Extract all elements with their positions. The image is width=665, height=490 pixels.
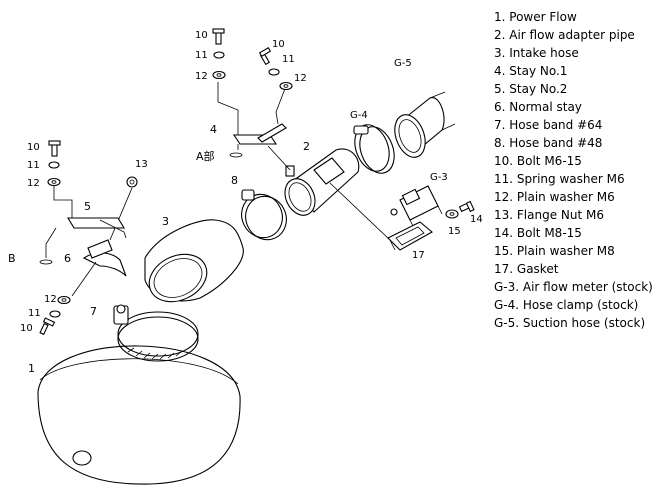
air-flow-meter-g3 [390, 185, 443, 229]
hose-band-64 [113, 304, 199, 362]
callout-10d: 10 [20, 323, 33, 334]
legend-item: 10. Bolt M6-15 [494, 154, 582, 168]
legend-item: 11. Spring washer M6 [494, 172, 625, 186]
hose-band-48 [241, 189, 287, 241]
callout-12d: 12 [44, 294, 57, 305]
legend-item: 17. Gasket [494, 262, 559, 276]
suction-hose-g5 [394, 91, 456, 158]
callout-11a: 11 [195, 50, 208, 61]
legend-item: G-5. Suction hose (stock) [494, 316, 646, 330]
legend-item: 15. Plain washer M8 [494, 244, 615, 258]
legend-item: 14. Bolt M8-15 [494, 226, 582, 240]
legend-item: 8. Hose band #48 [494, 136, 603, 150]
callout-g4: G-4 [350, 110, 368, 121]
hardware-stack-d [39, 295, 71, 336]
legend-item: G-3. Air flow meter (stock) [494, 280, 653, 294]
callout-10c: 10 [27, 142, 40, 153]
callout-11c: 11 [27, 160, 40, 171]
callout-2: 2 [303, 140, 310, 153]
callout-12c: 12 [27, 178, 40, 189]
power-flow-filter [37, 345, 241, 485]
legend-item: 12. Plain washer M6 [494, 190, 615, 204]
hose-clamp-g4 [353, 124, 395, 174]
parts-legend: 1. Power Flow 2. Air flow adapter pipe 3… [494, 8, 653, 332]
callout-14: 14 [470, 214, 483, 225]
callout-12b: 12 [294, 73, 307, 84]
legend-item: 2. Air flow adapter pipe [494, 28, 635, 42]
air-flow-adapter-pipe [284, 148, 396, 251]
legend-item: G-4. Hose clamp (stock) [494, 298, 639, 312]
intake-hose [144, 219, 244, 303]
callout-11b: 11 [282, 54, 295, 65]
callout-11d: 11 [28, 308, 41, 319]
callout-8: 8 [231, 174, 238, 187]
legend-item: 5. Stay No.2 [494, 82, 568, 96]
stay-no-1 [217, 82, 291, 171]
hardware-stack-a [212, 28, 226, 80]
legend-item: 1. Power Flow [494, 10, 577, 24]
hardware-stack-c [47, 140, 73, 218]
callout-15: 15 [448, 226, 461, 237]
washer-and-bolt-m8 [445, 200, 475, 219]
callout-6: 6 [64, 252, 71, 265]
callout-17: 17 [412, 250, 425, 261]
legend-item: 4. Stay No.1 [494, 64, 568, 78]
legend-item: 7. Hose band #64 [494, 118, 603, 132]
callout-10b: 10 [272, 39, 285, 50]
legend-item: 6. Normal stay [494, 100, 582, 114]
callout-1: 1 [28, 362, 35, 375]
a-part-label: A部 [196, 149, 215, 163]
hardware-stack-b [258, 47, 293, 91]
legend-item: 13. Flange Nut M6 [494, 208, 604, 222]
callout-g3: G-3 [430, 172, 448, 183]
callout-10a: 10 [195, 30, 208, 41]
callout-7: 7 [90, 305, 97, 318]
gasket-17 [387, 221, 433, 251]
stay-no-2 [39, 217, 127, 265]
legend-item: 3. Intake hose [494, 46, 579, 60]
normal-stay-6 [71, 239, 127, 297]
b-part-label: B [8, 252, 16, 265]
callout-3: 3 [162, 215, 169, 228]
callout-g5: G-5 [394, 58, 412, 69]
callout-4: 4 [210, 123, 217, 136]
callout-5: 5 [84, 200, 91, 213]
flange-nut-13 [109, 176, 138, 241]
callout-12a: 12 [195, 71, 208, 82]
callout-13: 13 [135, 159, 148, 170]
